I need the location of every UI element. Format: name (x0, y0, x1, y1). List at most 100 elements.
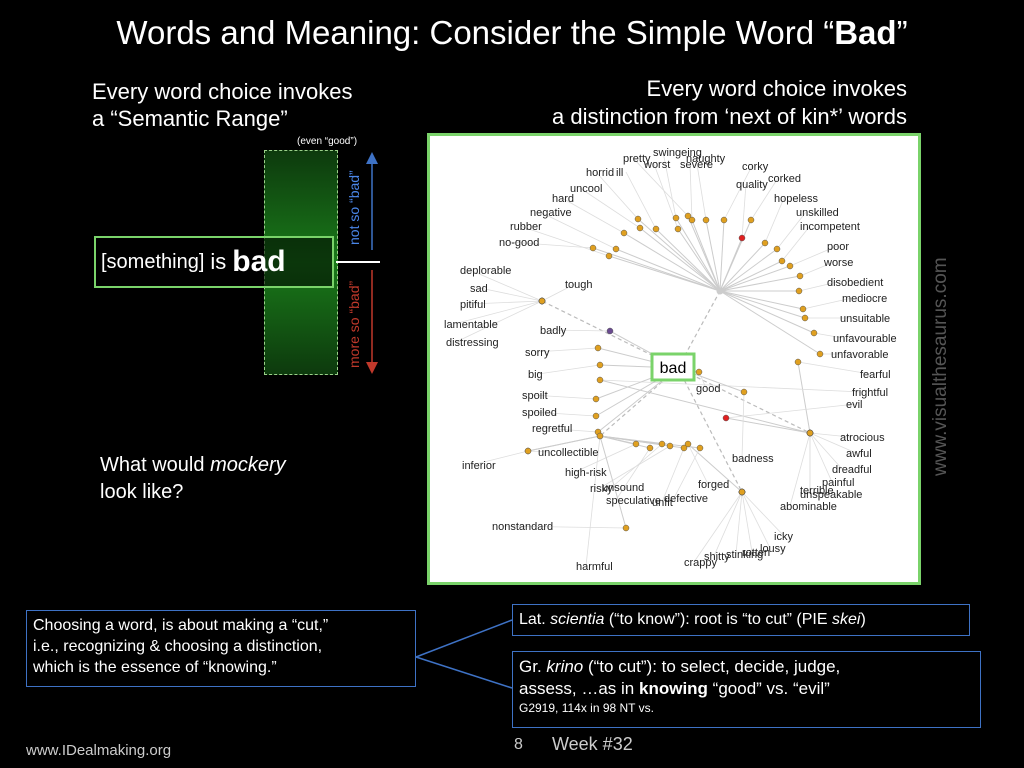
graph-word[interactable]: pretty (623, 153, 651, 165)
graph-word[interactable]: defective (664, 493, 708, 505)
graph-word[interactable]: unsound (602, 482, 644, 494)
graph-word[interactable]: forged (698, 479, 729, 491)
graph-node[interactable] (594, 344, 602, 352)
graph-word[interactable]: mediocre (842, 293, 887, 305)
graph-word[interactable]: inferior (462, 460, 496, 472)
graph-word[interactable]: lousy (760, 543, 786, 555)
graph-node[interactable] (634, 215, 642, 223)
graph-word[interactable]: distressing (446, 337, 499, 349)
graph-word[interactable]: fearful (860, 369, 891, 381)
graph-word[interactable]: tough (565, 279, 593, 291)
graph-word[interactable]: no-good (499, 237, 539, 249)
graph-node[interactable] (596, 376, 604, 384)
graph-word[interactable]: abominable (780, 501, 837, 513)
graph-word[interactable]: unfavorable (831, 349, 889, 361)
graph-node[interactable] (620, 229, 628, 237)
graph-word[interactable]: speculative (606, 495, 661, 507)
graph-node[interactable] (720, 216, 728, 224)
graph-node[interactable] (672, 214, 680, 222)
graph-node[interactable] (702, 216, 710, 224)
graph-node[interactable] (747, 216, 755, 224)
graph-word[interactable]: harmful (576, 561, 613, 573)
graph-word[interactable]: corked (768, 173, 801, 185)
graph-word[interactable]: evil (846, 399, 863, 411)
graph-node[interactable] (738, 234, 746, 242)
graph-node[interactable] (738, 488, 746, 496)
graph-word[interactable]: unsuitable (840, 313, 890, 325)
graph-word[interactable]: severe (680, 159, 713, 171)
graph-word[interactable]: painful (822, 477, 854, 489)
graph-word[interactable]: worst (643, 159, 670, 171)
graph-word[interactable]: dreadful (832, 464, 872, 476)
graph-node[interactable] (684, 212, 692, 220)
graph-node[interactable] (722, 414, 730, 422)
graph-word[interactable]: poor (827, 241, 849, 253)
graph-node[interactable] (636, 224, 644, 232)
graph-word[interactable]: crappy (684, 557, 718, 569)
graph-word[interactable]: unfavourable (833, 333, 897, 345)
graph-node[interactable] (605, 252, 613, 260)
graph-word[interactable]: high-risk (565, 467, 607, 479)
graph-node[interactable] (524, 447, 532, 455)
graph-word[interactable]: hard (552, 193, 574, 205)
graph-node[interactable] (801, 314, 809, 322)
graph-word[interactable]: sorry (525, 347, 550, 359)
graph-word[interactable]: deplorable (460, 265, 511, 277)
graph-node[interactable] (632, 440, 640, 448)
graph-word[interactable]: corky (742, 161, 769, 173)
graph-node[interactable] (646, 444, 654, 452)
graph-node[interactable] (596, 432, 604, 440)
graph-word[interactable]: stinking (726, 549, 763, 561)
graph-node[interactable] (786, 262, 794, 270)
graph-node[interactable] (538, 297, 546, 305)
graph-word[interactable]: good (696, 383, 720, 395)
graph-word[interactable]: spoiled (522, 407, 557, 419)
graph-word[interactable]: unspeakable (800, 489, 862, 501)
graph-word[interactable]: rotten (742, 547, 770, 559)
graph-word[interactable]: incompetent (800, 221, 860, 233)
graph-node[interactable] (606, 327, 614, 335)
graph-word[interactable]: uncollectible (538, 447, 599, 459)
graph-node[interactable] (761, 239, 769, 247)
graph-node[interactable] (816, 350, 824, 358)
graph-node[interactable] (810, 329, 818, 337)
graph-word[interactable]: nonstandard (492, 521, 553, 533)
graph-word[interactable]: negative (530, 207, 572, 219)
graph-node[interactable] (680, 444, 688, 452)
graph-node[interactable] (592, 412, 600, 420)
graph-word[interactable]: hopeless (774, 193, 819, 205)
graph-word[interactable]: frightful (852, 387, 888, 399)
graph-word[interactable]: sad (470, 283, 488, 295)
graph-word[interactable]: quality (736, 179, 768, 191)
graph-word[interactable]: ill (616, 167, 623, 179)
graph-word[interactable]: uncool (570, 183, 602, 195)
graph-word[interactable]: icky (774, 531, 793, 543)
graph-node[interactable] (778, 257, 786, 265)
graph-node[interactable] (589, 244, 597, 252)
graph-word[interactable]: pitiful (460, 299, 486, 311)
graph-node[interactable] (652, 225, 660, 233)
graph-word[interactable]: terrible (800, 485, 834, 497)
center-word[interactable]: bad (660, 360, 687, 377)
graph-word[interactable]: rubber (510, 221, 542, 233)
graph-node[interactable] (773, 245, 781, 253)
graph-word[interactable]: unfit (652, 497, 673, 509)
graph-word[interactable]: big (528, 369, 543, 381)
graph-node[interactable] (592, 395, 600, 403)
graph-word[interactable]: swingeing (653, 147, 702, 159)
graph-node[interactable] (795, 287, 803, 295)
graph-node[interactable] (696, 444, 704, 452)
graph-word[interactable]: badly (540, 325, 567, 337)
graph-node[interactable] (740, 388, 748, 396)
graph-node[interactable] (688, 216, 696, 224)
graph-word[interactable]: disobedient (827, 277, 883, 289)
graph-node[interactable] (684, 440, 692, 448)
graph-word[interactable]: shitty (704, 551, 730, 563)
graph-node[interactable] (666, 442, 674, 450)
graph-node[interactable] (794, 358, 802, 366)
graph-node[interactable] (695, 368, 703, 376)
graph-word[interactable]: naughty (686, 153, 726, 165)
graph-node[interactable] (806, 429, 814, 437)
graph-node[interactable] (622, 524, 630, 532)
graph-node[interactable] (799, 305, 807, 313)
